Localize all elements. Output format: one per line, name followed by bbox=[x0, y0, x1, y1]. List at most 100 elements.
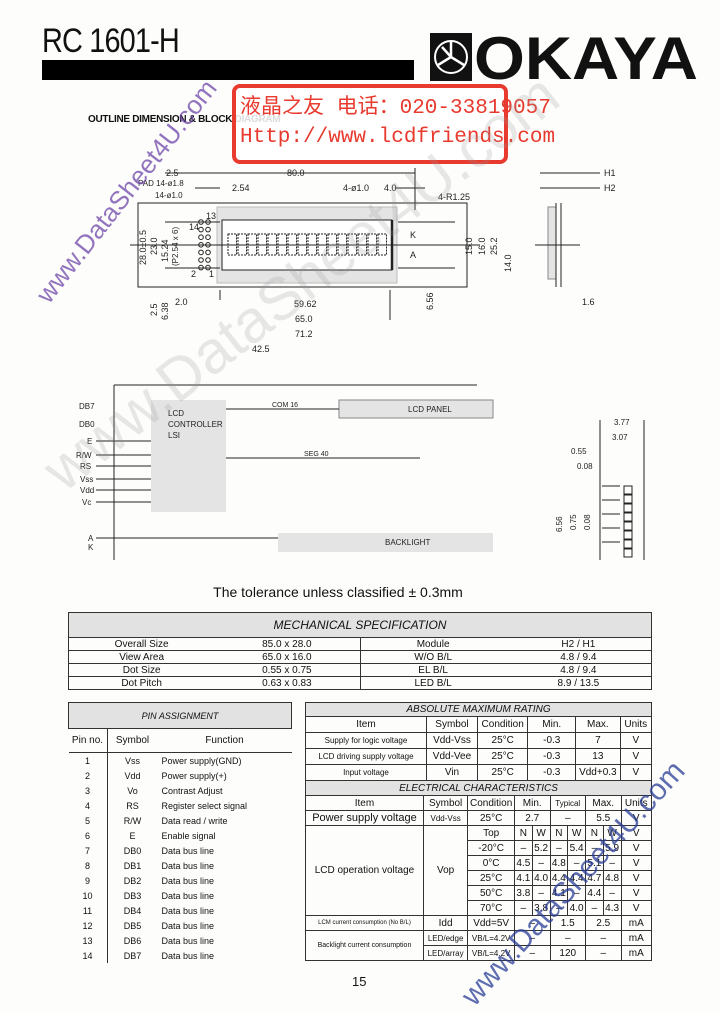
table-cell: Enable signal bbox=[161, 830, 216, 841]
stamp-url: Http://www.lcdfriends.com bbox=[240, 126, 556, 149]
table-cell: – bbox=[514, 915, 551, 931]
table-cell: 25°C bbox=[467, 810, 515, 826]
dim-label: 2 bbox=[191, 269, 196, 279]
dot bbox=[623, 521, 633, 531]
table-title: ABSOLUTE MAXIMUM RATING bbox=[305, 702, 652, 717]
pin-assignment-table: PIN ASSIGNMENT Pin no. Symbol Function 1… bbox=[68, 702, 292, 963]
dim-label: 1.6 bbox=[582, 297, 595, 307]
table-cell: 5.9 bbox=[602, 840, 622, 856]
table-cell: Overall Size bbox=[68, 637, 215, 651]
table-cell: Vdd-Vss bbox=[425, 732, 478, 749]
table-cell: 4.1 bbox=[549, 885, 569, 901]
table-cell: 13 bbox=[575, 748, 621, 765]
column-header: Typical bbox=[549, 795, 586, 811]
dot bbox=[623, 530, 633, 540]
table-cell: Vo bbox=[127, 785, 138, 796]
table-cell: 4.1 bbox=[514, 870, 533, 886]
table-cell: -0.3 bbox=[527, 764, 577, 781]
pin-hole bbox=[198, 226, 204, 233]
signal-label: DB0 bbox=[79, 420, 95, 429]
dim-label: A bbox=[410, 250, 416, 260]
table-cell: 0°C bbox=[467, 855, 515, 871]
dot-dim-label: 0.08 bbox=[583, 514, 592, 530]
table-cell: VB/L=4.2V bbox=[467, 945, 515, 961]
table-cell: 5 bbox=[68, 813, 108, 828]
table-cell: 5.2 bbox=[531, 840, 551, 856]
table-cell: W/O B/L bbox=[360, 650, 506, 664]
column-header: Symbol bbox=[107, 728, 158, 753]
table-cell: 120 bbox=[549, 945, 586, 961]
table-cell: mA bbox=[620, 945, 652, 961]
column-header: Function bbox=[157, 728, 292, 753]
table-cell: 70°C bbox=[467, 900, 515, 916]
dim-label: PAD 14-ø1.8 bbox=[138, 179, 184, 188]
signal-label: Vss bbox=[80, 475, 93, 484]
table-cell: 2 bbox=[68, 768, 108, 783]
table-cell: Input voltage bbox=[305, 764, 427, 781]
signal-label: RS bbox=[80, 462, 91, 471]
dim-label: 6.38 bbox=[160, 302, 170, 320]
signal-label: Vdd bbox=[80, 486, 94, 495]
table-cell: DB5 bbox=[123, 920, 142, 931]
table-cell: V bbox=[620, 855, 652, 871]
dim-label: H2 bbox=[604, 183, 616, 193]
table-cell: LCD driving supply voltage bbox=[305, 748, 427, 765]
table-cell: W bbox=[567, 825, 586, 841]
dim-label: 14-ø1.0 bbox=[155, 191, 183, 200]
table-cell: Contrast Adjust bbox=[161, 785, 223, 796]
table-title: PIN ASSIGNMENT bbox=[68, 702, 292, 729]
dim-label: 14 bbox=[189, 222, 199, 232]
table-cell: 5.1 bbox=[585, 855, 604, 871]
table-cell: 3.8 bbox=[531, 900, 551, 916]
dim-label: 71.2 bbox=[295, 329, 313, 339]
table-cell: 25°C bbox=[476, 732, 529, 749]
table-cell: – bbox=[549, 900, 569, 916]
table-cell: 4.4 bbox=[549, 870, 569, 886]
controller-label: LCD bbox=[168, 409, 184, 418]
dot-dim-label: 0.55 bbox=[571, 447, 587, 456]
pin-hole bbox=[205, 234, 211, 240]
table-cell: Data bus line bbox=[161, 875, 215, 886]
dim-label: 15.24 bbox=[160, 239, 170, 262]
table-cell: Data bus line bbox=[161, 845, 215, 856]
dim-label: 4-R1.25 bbox=[438, 192, 470, 202]
table-cell: 4.8 / 9.4 bbox=[505, 663, 652, 677]
table-cell: Vdd-Vss bbox=[422, 810, 469, 826]
table-cell: – bbox=[514, 900, 533, 916]
table-cell: Module bbox=[360, 637, 506, 651]
table-cell: RS bbox=[126, 800, 139, 811]
signal-label: R/W bbox=[76, 451, 92, 460]
signal-label: DB7 bbox=[79, 402, 95, 411]
table-cell: 4.3 bbox=[602, 900, 622, 916]
dim-label: 2.54 bbox=[232, 183, 250, 193]
table-cell: V bbox=[620, 810, 652, 826]
table-cell: – bbox=[585, 945, 622, 961]
table-cell: Backlight current consumption bbox=[305, 930, 424, 961]
table-cell: Vdd=5V bbox=[467, 915, 515, 931]
table-cell: – bbox=[585, 840, 604, 856]
column-header: Condition bbox=[476, 716, 529, 733]
table-cell: mA bbox=[620, 930, 652, 946]
page-number: 15 bbox=[352, 974, 367, 989]
dim-label: 4-ø1.0 bbox=[343, 183, 369, 193]
table-cell: 4.5 bbox=[514, 855, 533, 871]
table-cell: DB0 bbox=[123, 845, 142, 856]
table-cell: 11 bbox=[68, 903, 108, 918]
table-cell: 4.0 bbox=[567, 900, 586, 916]
table-cell: Dot Pitch bbox=[68, 676, 215, 690]
table-cell: mA bbox=[620, 915, 652, 931]
table-cell: 4.7 bbox=[585, 870, 604, 886]
table-cell: 0.55 x 0.75 bbox=[214, 663, 361, 677]
dim-label: 65.0 bbox=[295, 314, 313, 324]
